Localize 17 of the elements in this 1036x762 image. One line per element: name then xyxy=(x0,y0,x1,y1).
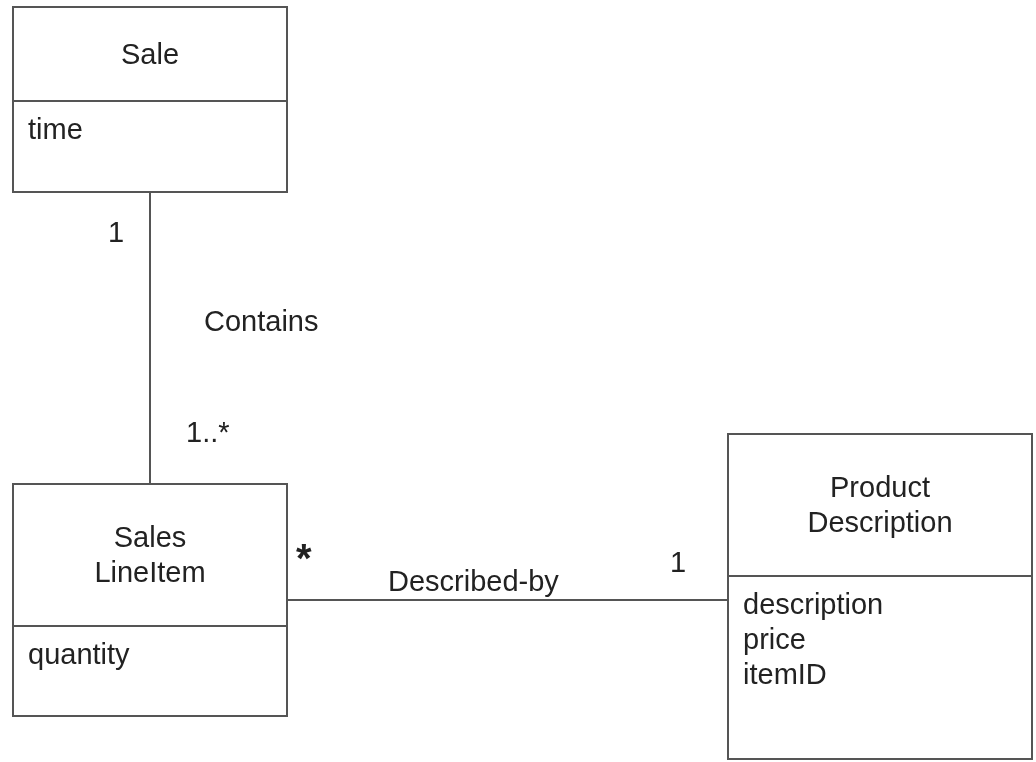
multiplicity-label: 1 xyxy=(108,218,125,247)
attribute-text: quantity xyxy=(28,637,130,672)
multiplicity-label: 1 xyxy=(670,548,687,577)
class-name: Sale xyxy=(119,36,180,72)
attribute-text: itemID xyxy=(743,656,827,692)
class-box xyxy=(727,433,1033,760)
association-line xyxy=(287,599,728,601)
class-box xyxy=(12,483,288,717)
multiplicity-label: * xyxy=(296,538,312,578)
association-line xyxy=(149,192,151,484)
attribute-text: time xyxy=(28,112,83,147)
attribute-text: description xyxy=(743,587,884,622)
class-name: Sales LineItem xyxy=(93,520,207,590)
class-box xyxy=(12,6,288,193)
attribute-text: price xyxy=(743,621,806,657)
class-name: Product Description xyxy=(806,470,954,540)
multiplicity-label: 1..* xyxy=(186,418,230,447)
